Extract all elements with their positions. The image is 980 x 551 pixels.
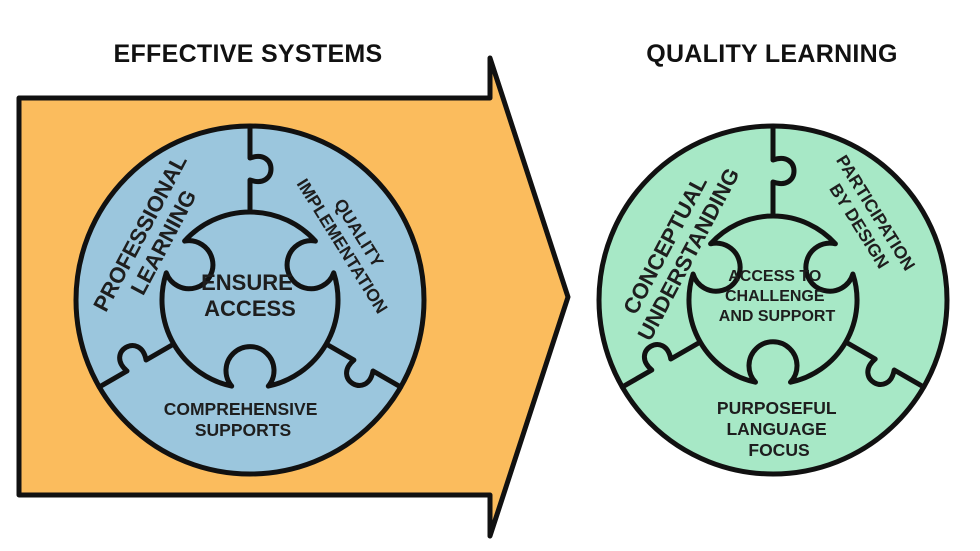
left-puzzle-circle: [73, 123, 427, 477]
left-heading: EFFECTIVE SYSTEMS: [113, 40, 382, 68]
right-segment-purposeful-language-focus: PURPOSEFUL LANGUAGE FOCUS: [717, 398, 841, 460]
right-heading: QUALITY LEARNING: [646, 40, 898, 68]
right-center-label: ACCESS TO CHALLENGE AND SUPPORT: [719, 268, 836, 325]
left-center-label: ENSURE ACCESS: [201, 270, 299, 321]
left-segment-comprehensive-supports: COMPREHENSIVE SUPPORTS: [164, 399, 323, 440]
right-puzzle-circle: [596, 123, 950, 477]
left-puzzle-seams: [96, 123, 404, 390]
right-puzzle-seams: [619, 123, 927, 390]
